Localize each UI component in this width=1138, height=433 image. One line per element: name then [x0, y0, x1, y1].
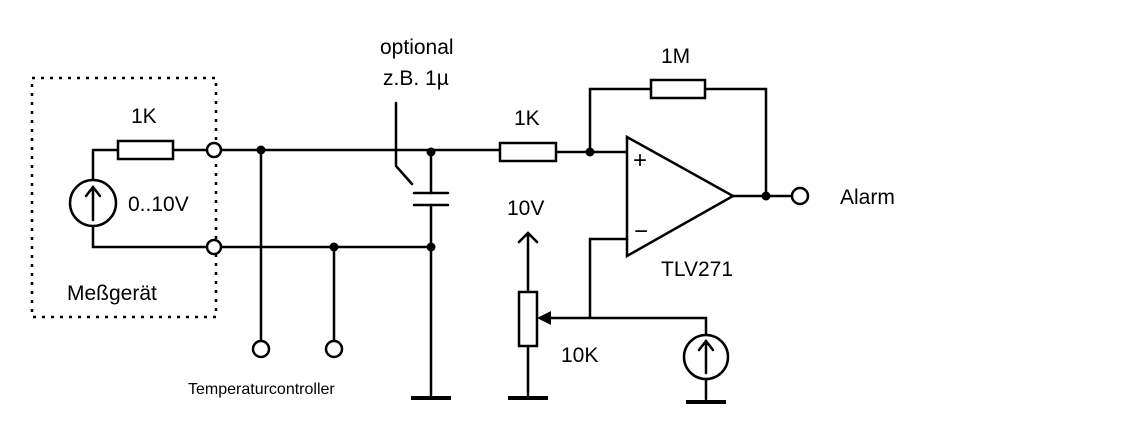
resistor-feedback — [649, 78, 707, 100]
terminal-bottom — [205, 238, 223, 256]
label-source-voltage: 0..10V — [128, 193, 189, 216]
label-instrument: Meßgerät — [67, 282, 157, 305]
potentiometer — [517, 231, 551, 397]
wire-top — [219, 148, 629, 154]
terminal-top — [205, 141, 223, 159]
label-pot: 10K — [561, 344, 598, 367]
label-temperature: Temperaturcontroller — [188, 381, 335, 398]
label-opamp: TLV271 — [661, 258, 733, 281]
current-source-symbol — [68, 178, 118, 228]
label-optional: optional — [380, 36, 454, 59]
resistor-input — [498, 141, 558, 163]
wire-feedback — [588, 87, 768, 198]
wire-temp-taps — [259, 148, 336, 342]
label-ref-voltage: 10V — [507, 197, 544, 220]
reference-source-symbol — [682, 333, 730, 401]
wire-source-loop — [91, 148, 209, 249]
temp-terminal-1 — [251, 339, 271, 359]
capacitor-optional — [394, 101, 450, 397]
temp-terminal-2 — [324, 339, 344, 359]
opamp-triangle — [625, 134, 736, 259]
label-output: Alarm — [840, 186, 895, 209]
output-terminal — [790, 186, 810, 206]
instrument-enclosure — [30, 76, 218, 319]
opamp-minus-label: − — [634, 218, 648, 245]
wire-minus-input — [543, 237, 708, 337]
label-r-input: 1K — [514, 107, 540, 130]
label-r-source: 1K — [131, 105, 157, 128]
label-optional-value: z.B. 1µ — [383, 67, 449, 90]
resistor-source — [116, 139, 175, 161]
opamp-plus-label: + — [633, 147, 647, 174]
label-r-feedback: 1M — [661, 45, 690, 68]
